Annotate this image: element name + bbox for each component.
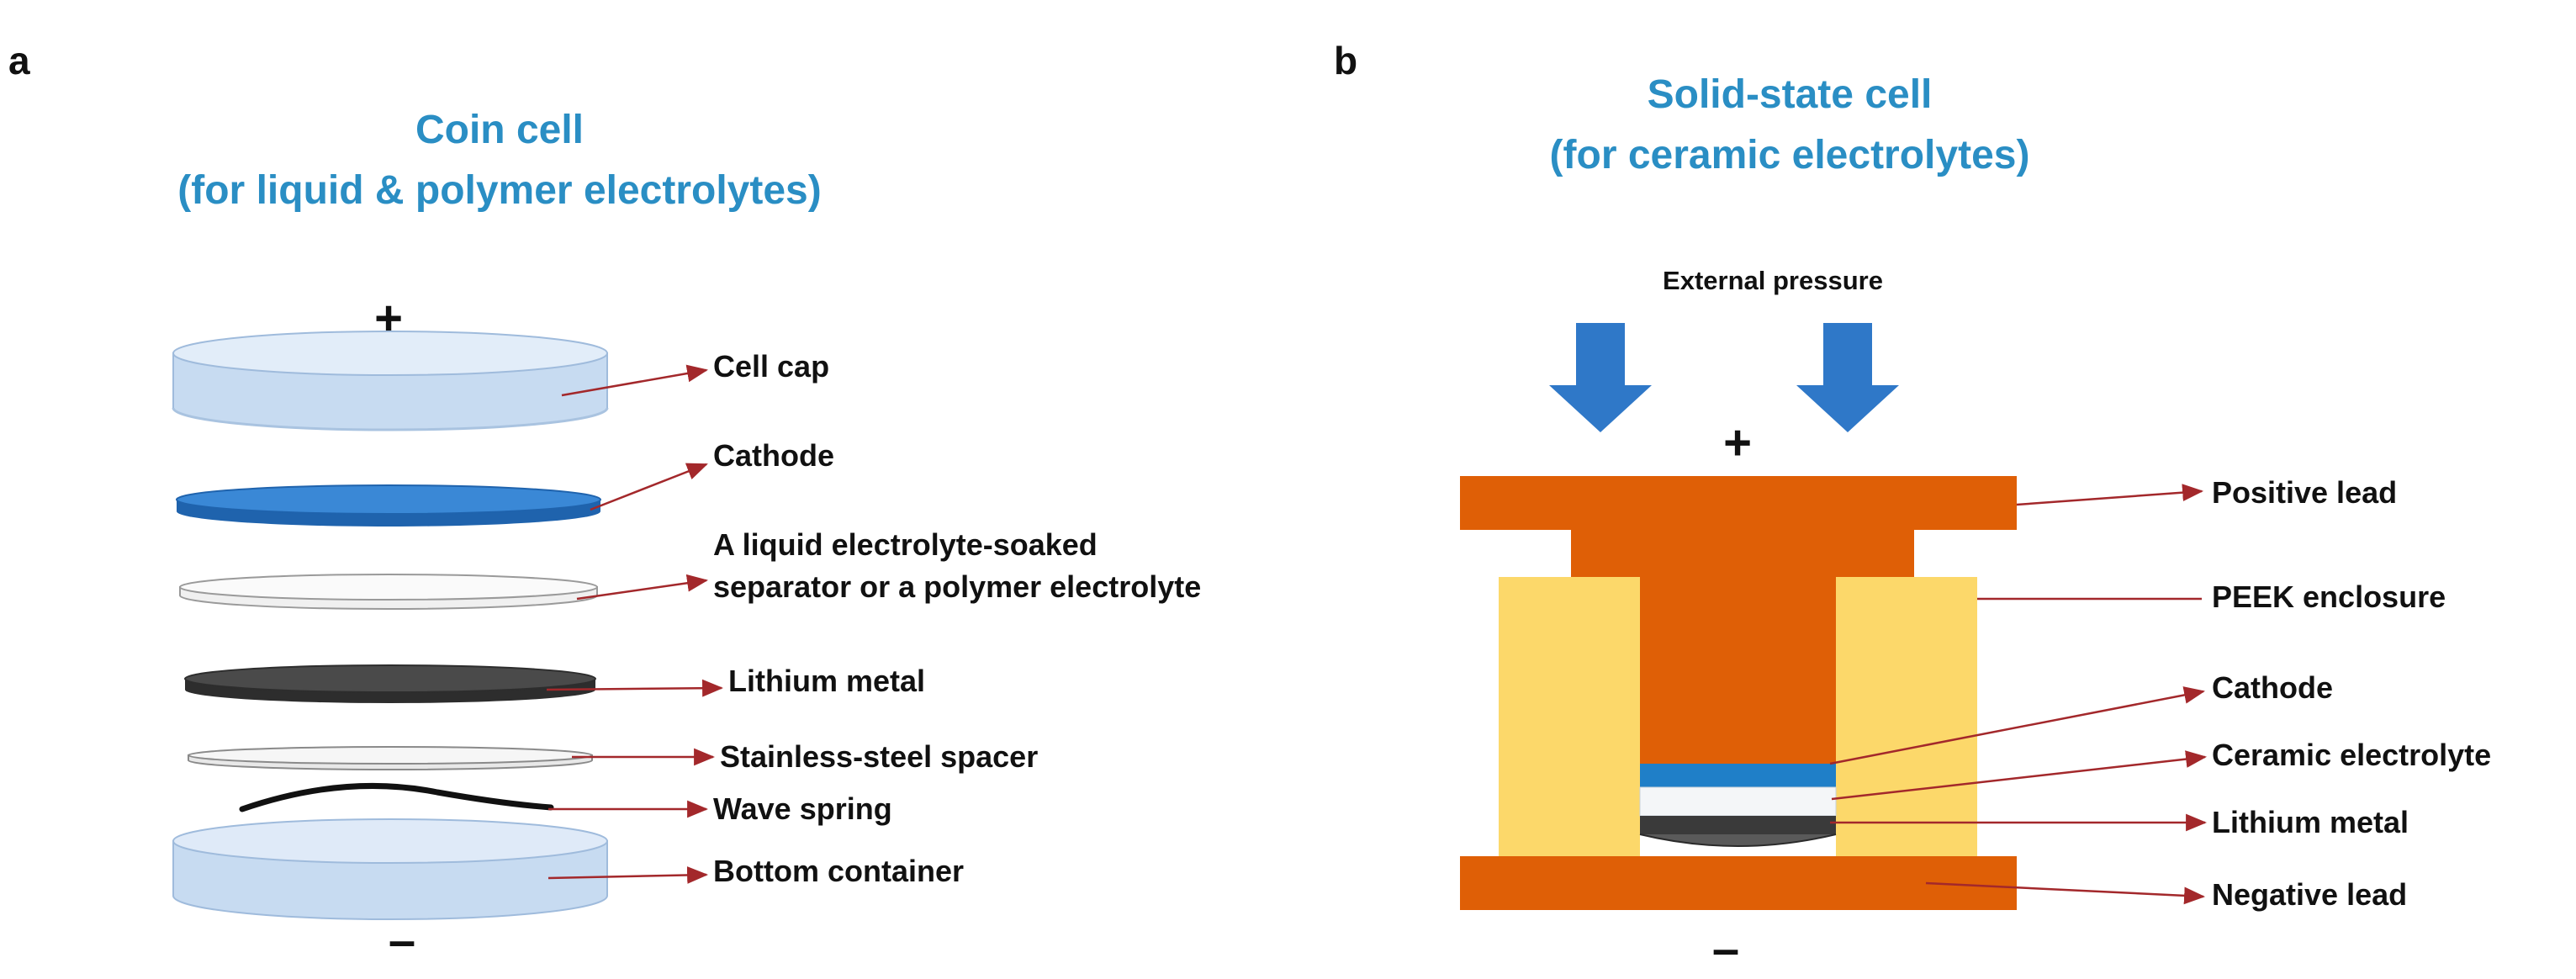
panel-a-letter: a (8, 39, 30, 82)
peek-enclosure-right-shape (1836, 577, 1977, 856)
label-lithium-b: Lithium metal (2212, 805, 2409, 839)
spacer-disc-shape (188, 746, 593, 770)
peek-enclosure-left-shape (1499, 577, 1640, 856)
label-ceramic-electrolyte: Ceramic electrolyte (2212, 738, 2491, 772)
leader-positive-lead (2016, 484, 2204, 506)
leader-lithium-a (546, 679, 724, 697)
leader-cathode-a (590, 463, 708, 511)
cathode-layer-b-shape (1640, 764, 1836, 787)
panel-b-plus-sign: + (1723, 415, 1752, 470)
label-wave-spring: Wave spring (713, 791, 892, 826)
label-lithium-a: Lithium metal (728, 664, 925, 698)
leader-separator (576, 574, 709, 601)
panel-a-title-line1: Coin cell (415, 108, 584, 152)
lithium-metal-layer-b-shape (1640, 816, 1836, 834)
leader-bottom-container (547, 866, 709, 884)
panel-a: a Coin cell (for liquid & polymer electr… (8, 39, 1201, 968)
positive-lead-shape (1460, 476, 2017, 764)
label-external-pressure: External pressure (1663, 266, 1883, 295)
panel-a-title-line2: (for liquid & polymer electrolytes) (177, 168, 821, 213)
pressure-arrow-left-icon (1549, 323, 1652, 432)
panel-b-title-line2: (for ceramic electrolytes) (1550, 133, 2030, 177)
pressure-arrow-right-icon (1796, 323, 1899, 432)
lithium-bottom-curve-shape (1639, 833, 1837, 847)
panel-b: b Solid-state cell (for ceramic electrol… (1334, 39, 2491, 976)
negative-lead-shape (1460, 856, 2017, 910)
cathode-disc-shape (176, 484, 601, 527)
panel-b-minus-sign: – (1712, 922, 1739, 976)
panel-b-title-line1: Solid-state cell (1648, 72, 1933, 117)
panel-a-minus-sign: – (389, 913, 415, 968)
label-negative-lead: Negative lead (2212, 877, 2407, 912)
leader-cell-cap (561, 364, 709, 397)
label-cathode-b: Cathode (2212, 670, 2333, 705)
label-separator-line2: separator or a polymer electrolyte (713, 569, 1201, 604)
lithium-metal-disc-shape (184, 664, 596, 703)
leader-negative-lead (1925, 881, 2206, 905)
leader-cathode-b (1829, 686, 2206, 765)
ceramic-electrolyte-layer-shape (1639, 786, 1837, 817)
leader-ceramic-electrolyte (1831, 750, 2208, 801)
label-peek-enclosure: PEEK enclosure (2212, 579, 2446, 614)
wave-spring-shape (239, 783, 554, 812)
panel-b-letter: b (1334, 39, 1357, 82)
label-bottom-container: Bottom container (713, 854, 964, 888)
bottom-container-shape (172, 818, 608, 920)
cell-cap-shape (172, 331, 609, 431)
label-spacer: Stainless-steel spacer (720, 739, 1038, 774)
separator-disc-shape (179, 574, 598, 610)
label-cathode-a: Cathode (713, 438, 834, 473)
label-separator-line1: A liquid electrolyte-soaked (713, 527, 1098, 562)
label-cell-cap: Cell cap (713, 349, 829, 384)
label-positive-lead: Positive lead (2212, 475, 2397, 510)
